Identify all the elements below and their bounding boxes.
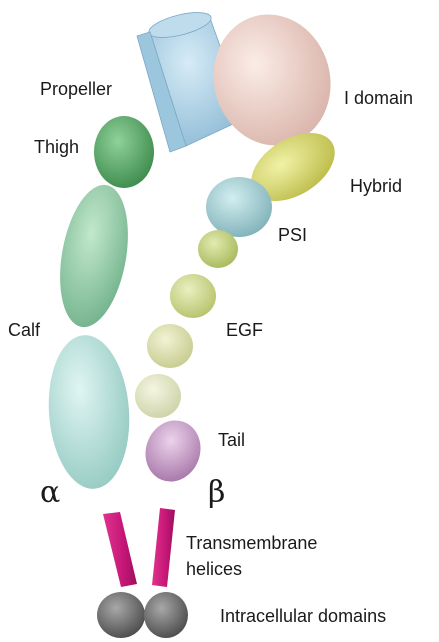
- egf-domain-2: [170, 274, 216, 318]
- egf-domain-1: [198, 230, 238, 268]
- egf-domain-3: [147, 324, 193, 368]
- label-tail: Tail: [218, 430, 245, 450]
- label-i-domain: I domain: [344, 88, 413, 108]
- label-transmembrane-line2: helices: [186, 559, 242, 579]
- thigh-domain: [94, 116, 154, 188]
- label-transmembrane-line1: Transmembrane: [186, 533, 317, 553]
- beta-intracellular-domain: [144, 592, 188, 638]
- i-domain: [199, 1, 345, 159]
- label-egf: EGF: [226, 320, 263, 340]
- calf-upper-domain: [50, 180, 138, 333]
- label-psi: PSI: [278, 225, 307, 245]
- label-propeller: Propeller: [40, 79, 112, 99]
- beta-transmembrane-helix: [152, 508, 175, 587]
- label-intracellular: Intracellular domains: [220, 606, 386, 626]
- alpha-intracellular-domain: [97, 592, 145, 638]
- psi-domain: [206, 177, 272, 237]
- label-beta: β: [208, 475, 225, 510]
- alpha-transmembrane-helix: [103, 512, 137, 587]
- calf-lower-domain: [44, 332, 135, 491]
- label-calf: Calf: [8, 320, 41, 340]
- tail-domain: [137, 413, 209, 490]
- label-thigh: Thigh: [34, 137, 79, 157]
- label-hybrid: Hybrid: [350, 176, 402, 196]
- label-alpha: α: [40, 475, 60, 510]
- egf-domain-4: [135, 374, 181, 418]
